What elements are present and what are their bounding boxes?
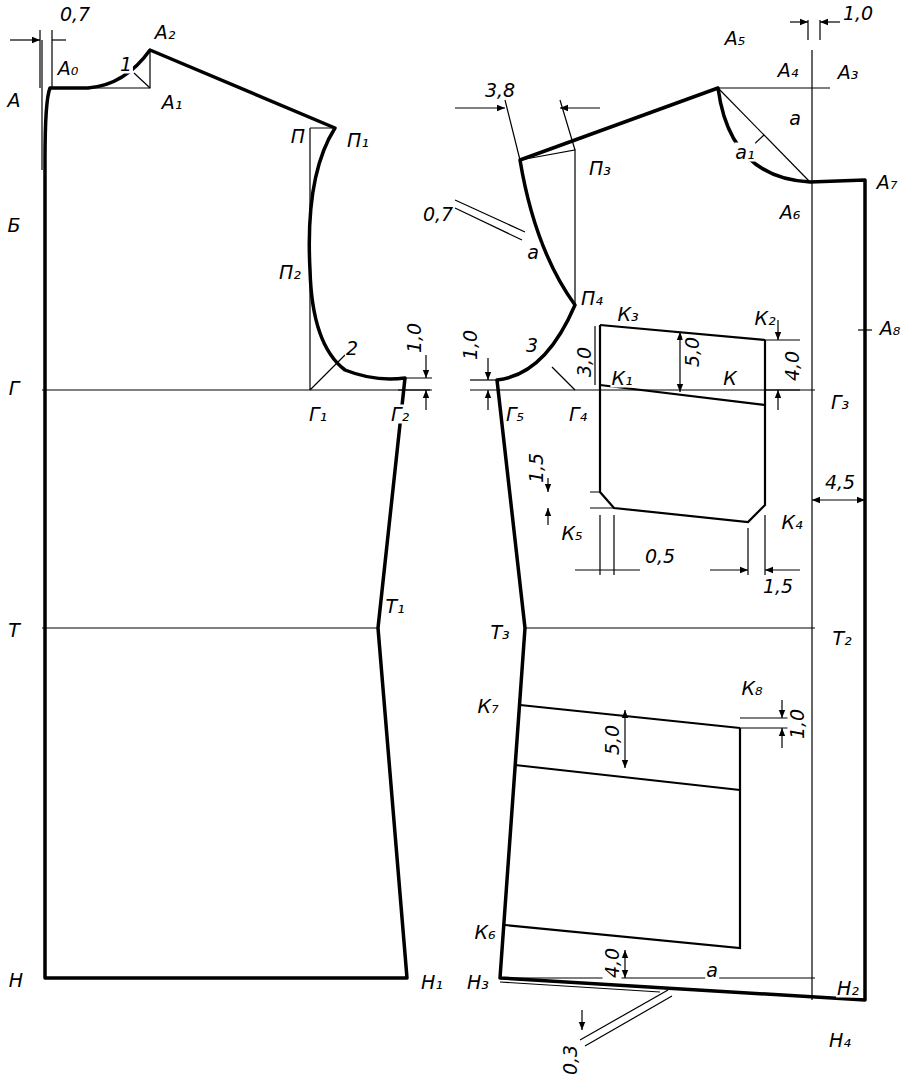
back-construction-lines xyxy=(10,30,432,628)
point-label: Г₄ xyxy=(568,405,588,424)
point-label: П xyxy=(290,127,306,146)
point-label: 1,5 xyxy=(762,577,794,596)
point-label: 0,3 xyxy=(561,1044,580,1076)
point-label: А₃ xyxy=(837,63,860,82)
point-label: Т₁ xyxy=(384,597,405,616)
point-label: П₁ xyxy=(346,131,370,150)
point-label: 5,0 xyxy=(683,336,702,368)
point-label: Н₄ xyxy=(828,1031,852,1050)
point-label: 1,0 xyxy=(405,322,424,354)
point-label: 4,5 xyxy=(824,473,856,492)
point-label: А₅ xyxy=(724,29,747,48)
point-label: а₁ xyxy=(734,143,755,162)
point-label: А₈ xyxy=(879,319,902,338)
point-label: 0,7 xyxy=(422,205,454,224)
point-label: Г₁ xyxy=(308,405,328,424)
point-label: 4,0 xyxy=(783,350,802,382)
point-label: а xyxy=(526,243,540,262)
point-label: К₇ xyxy=(476,697,499,716)
point-label: А₁ xyxy=(161,93,184,112)
point-label: А₂ xyxy=(154,23,177,42)
point-label: Г xyxy=(8,379,21,398)
point-label: 5,0 xyxy=(603,724,622,756)
point-label: Т₃ xyxy=(489,623,510,642)
point-label: К₂ xyxy=(753,309,776,328)
point-label: Б xyxy=(6,216,21,235)
point-label: 0,5 xyxy=(644,547,676,566)
point-label: 0,7 xyxy=(59,5,91,24)
point-label: Н₃ xyxy=(466,973,490,992)
point-label: 3 xyxy=(525,336,539,355)
point-label: А₀ xyxy=(57,59,80,78)
back-outline xyxy=(45,50,407,978)
point-label: 4,0 xyxy=(603,947,622,979)
point-label: Т₂ xyxy=(831,629,852,648)
point-label: А₆ xyxy=(779,203,802,222)
point-label: Г₂ xyxy=(390,405,410,424)
point-label: А₇ xyxy=(876,173,899,192)
front-construction-lines xyxy=(455,20,872,1046)
point-label: Т xyxy=(7,621,21,640)
point-label: П₃ xyxy=(588,159,612,178)
point-label: А₄ xyxy=(777,61,800,80)
point-label: 3,0 xyxy=(575,346,594,378)
point-label: Н₁ xyxy=(420,973,444,992)
point-label: 1,0 xyxy=(788,708,807,740)
point-label: К₅ xyxy=(560,524,583,543)
point-label: К₈ xyxy=(740,679,763,698)
point-label: а xyxy=(705,961,719,980)
point-label: 3,8 xyxy=(484,81,516,100)
point-label: К₄ xyxy=(780,513,803,532)
point-label: 1,0 xyxy=(842,3,874,22)
point-label: П₂ xyxy=(278,263,302,282)
point-label: К₁ xyxy=(610,369,633,388)
point-label: 1,0 xyxy=(461,329,480,361)
point-label: К₆ xyxy=(473,923,496,942)
point-label: К xyxy=(722,369,738,388)
point-label: Н xyxy=(8,971,24,990)
point-label: Г₅ xyxy=(505,405,525,424)
point-label: 1 xyxy=(119,55,133,74)
front-outline xyxy=(497,88,865,1000)
point-label: Н₂ xyxy=(836,979,860,998)
point-label: Г₃ xyxy=(830,393,850,412)
point-label: 1,5 xyxy=(527,452,546,484)
point-label: К₃ xyxy=(616,305,639,324)
point-label: П₄ xyxy=(580,289,604,308)
point-label: 2 xyxy=(345,339,359,358)
point-label: а xyxy=(788,109,802,128)
point-label: А xyxy=(7,91,22,110)
